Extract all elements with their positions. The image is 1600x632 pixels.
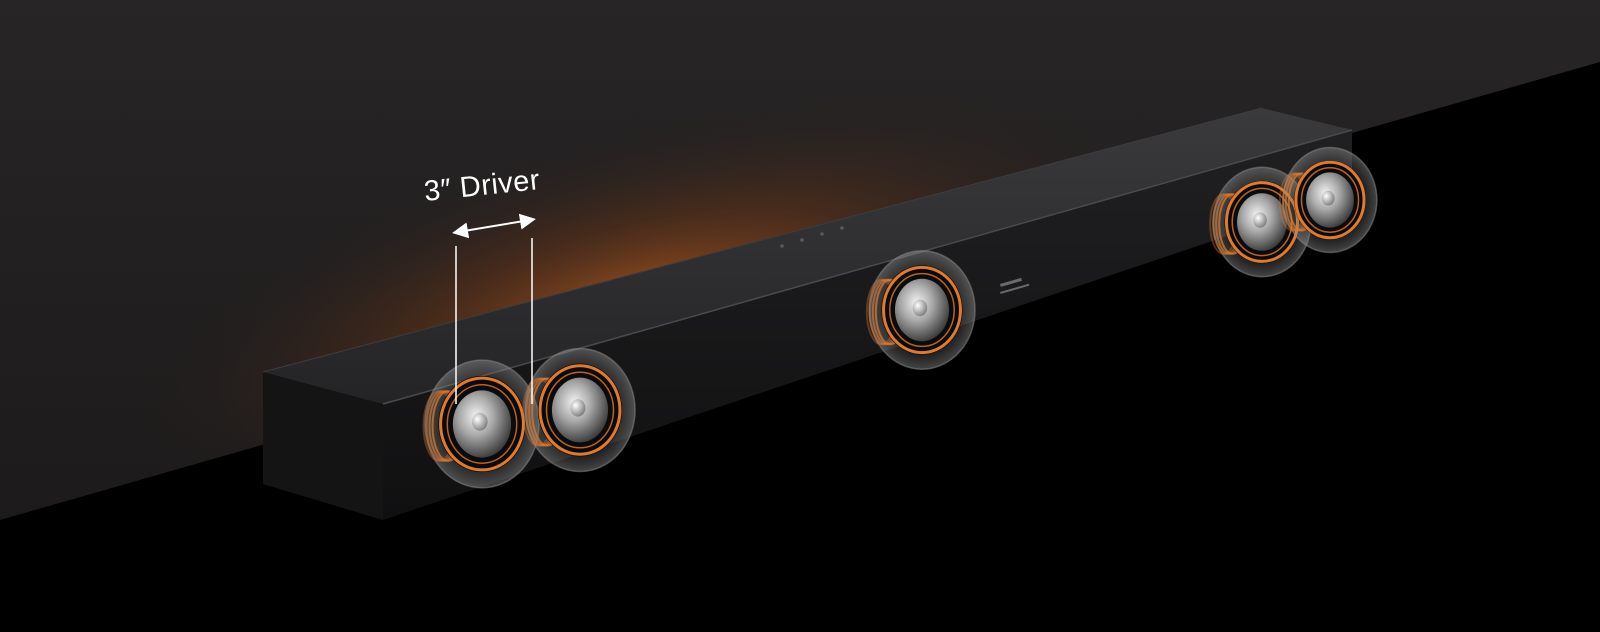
top-control-dots bbox=[780, 226, 844, 248]
soundbar-top-highlight bbox=[262, 107, 1263, 373]
brand-mark bbox=[999, 277, 1030, 294]
double-arrow-icon bbox=[452, 213, 536, 239]
speaker-driver-icon bbox=[422, 359, 540, 489]
dimension-callout bbox=[452, 213, 536, 404]
driver-group bbox=[422, 146, 1378, 489]
speaker-driver-icon bbox=[522, 347, 636, 473]
soundbar-edge-highlight bbox=[382, 129, 1353, 405]
soundbar-side bbox=[263, 372, 383, 520]
speaker-driver-icon bbox=[1278, 146, 1378, 254]
speaker-driver-icon bbox=[865, 249, 976, 371]
soundbar-top bbox=[263, 108, 1352, 404]
